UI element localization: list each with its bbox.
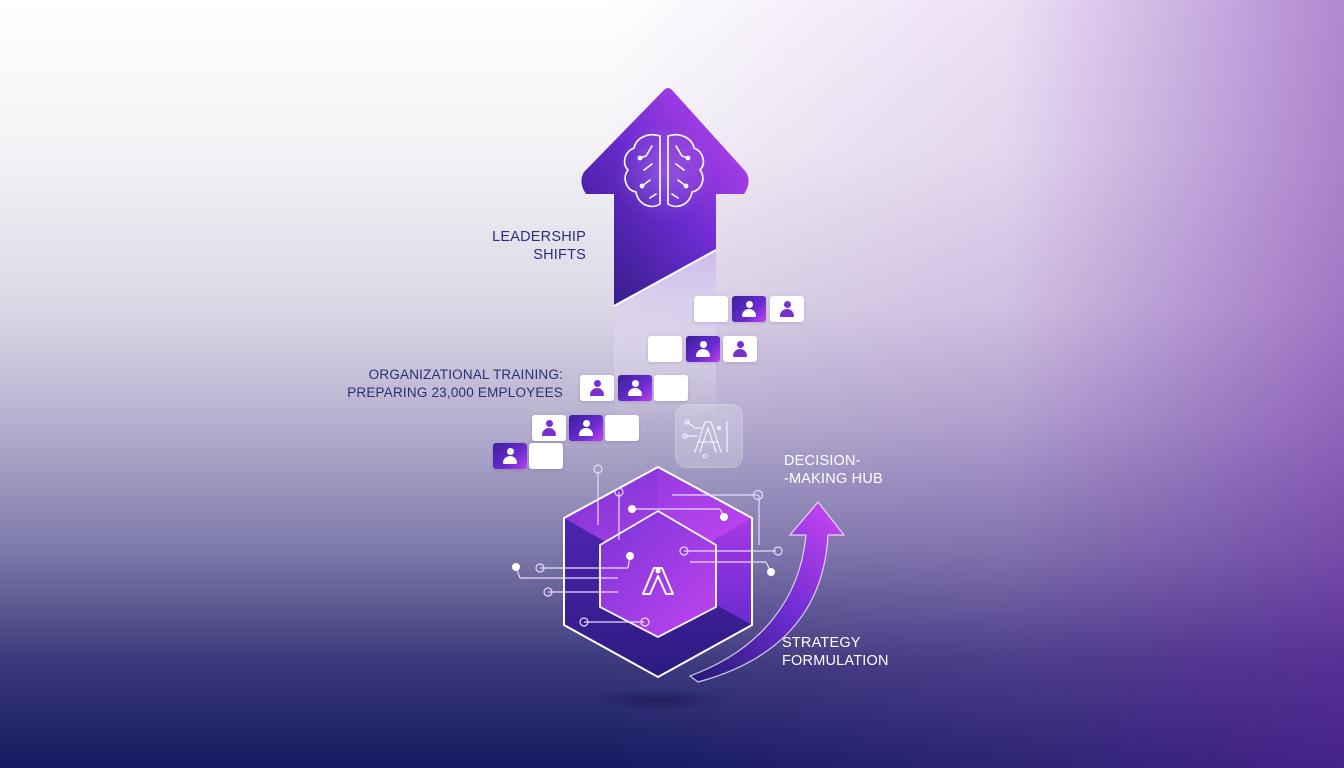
person-icon xyxy=(541,419,557,437)
employee-tile-blank xyxy=(654,375,688,401)
ai-badge xyxy=(675,404,743,468)
brain-icon xyxy=(623,133,705,208)
leadership-arrow xyxy=(581,88,749,307)
employee-tile-filled xyxy=(618,375,652,401)
leadership-shifts-label: LEADERSHIP SHIFTS xyxy=(470,228,586,264)
employee-tile-filled xyxy=(732,296,766,322)
person-icon xyxy=(627,379,643,397)
person-icon xyxy=(578,419,594,437)
employee-tile-blank xyxy=(605,415,639,441)
training-label: ORGANIZATIONAL TRAINING: PREPARING 23,00… xyxy=(340,366,563,402)
ai-text-icon xyxy=(682,419,728,459)
employee-tile-light xyxy=(580,375,614,401)
person-icon xyxy=(502,447,518,465)
employee-tile-light xyxy=(770,296,804,322)
strategy-line-1: STRATEGY xyxy=(782,635,861,651)
decision-line-1: DECISION- xyxy=(784,453,861,469)
leadership-line-2: SHIFTS xyxy=(533,247,586,263)
employee-tile-blank xyxy=(648,336,682,362)
employee-tile-filled xyxy=(686,336,720,362)
employee-tile-blank xyxy=(694,296,728,322)
employee-tile-blank xyxy=(529,443,563,469)
person-icon xyxy=(695,340,711,358)
person-icon xyxy=(589,379,605,397)
employee-tile-filled xyxy=(493,443,527,469)
employee-tile-light xyxy=(723,336,757,362)
person-icon xyxy=(741,300,757,318)
person-icon xyxy=(732,340,748,358)
strategy-line-2: FORMULATION xyxy=(782,653,889,669)
ai-logo-icon xyxy=(642,567,674,595)
training-line-2: PREPARING 23,000 EMPLOYEES xyxy=(347,385,563,400)
leadership-line-1: LEADERSHIP xyxy=(492,229,586,245)
circuit-lines xyxy=(515,473,776,623)
employee-tile-filled xyxy=(569,415,603,441)
circuit-nodes xyxy=(512,464,783,627)
strategy-label: STRATEGY FORMULATION xyxy=(782,634,922,670)
strategy-arrow xyxy=(688,501,846,683)
training-line-1: ORGANIZATIONAL TRAINING: xyxy=(368,367,563,382)
hub-shadow xyxy=(588,690,728,710)
decision-line-2: -MAKING HUB xyxy=(784,471,883,487)
employee-tile-light xyxy=(532,415,566,441)
decision-hub-label: DECISION- -MAKING HUB xyxy=(784,452,924,488)
person-icon xyxy=(779,300,795,318)
